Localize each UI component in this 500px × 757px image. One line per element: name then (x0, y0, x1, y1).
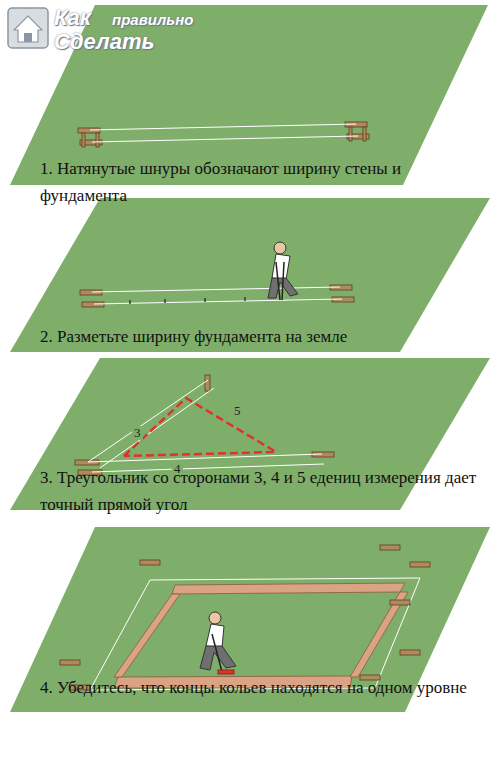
batter-boards (80, 285, 354, 307)
batter-boards (78, 122, 369, 147)
ground-panel (10, 358, 490, 510)
foundation-frame (114, 583, 408, 688)
worker-figure (200, 612, 236, 674)
callout-number: 3 (132, 426, 143, 440)
right-angle-triangle (124, 398, 276, 456)
ground-panel (10, 5, 488, 185)
ground-marks (130, 297, 245, 304)
worker-figure (268, 242, 298, 300)
caption: 1. Натянутые шнуры обозначают ширину сте… (40, 155, 492, 209)
logo-icon (8, 8, 48, 48)
watermark: правильно (112, 12, 193, 28)
caption: 3. Треугольник со сторонами 3, 4 и 5 еде… (40, 464, 492, 518)
watermark: Как (54, 6, 91, 30)
callout-number: 5 (232, 404, 243, 418)
strings (90, 124, 358, 142)
strings (92, 287, 342, 304)
batter-boards (60, 545, 430, 690)
caption: 4. Убедитесь, что концы кольев находятся… (40, 674, 492, 701)
strings (88, 380, 324, 472)
batter-boards (75, 375, 334, 475)
strings (90, 578, 420, 690)
watermark: Сделать (54, 30, 155, 54)
caption: 2. Разметьте ширину фундамента на земле (40, 323, 492, 350)
